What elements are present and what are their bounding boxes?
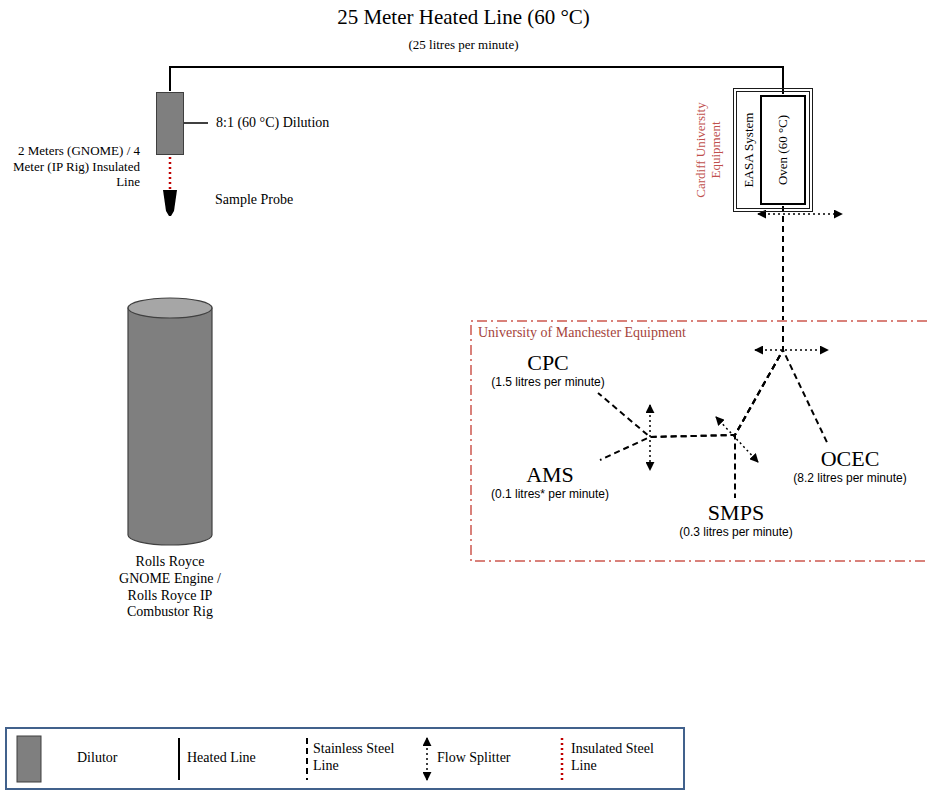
node-label: EASA System — [741, 113, 757, 188]
cylinder-body — [128, 308, 212, 545]
node-note: (0.3 litres per minute) — [666, 525, 806, 541]
region-border — [471, 321, 927, 561]
node-label: Oven (60 °C) — [775, 115, 791, 185]
legend-sample — [415, 734, 439, 784]
cyl-outline — [128, 298, 212, 545]
legend-text: Flow Splitter — [437, 750, 537, 767]
node-label: OCEC — [776, 446, 924, 471]
node-label: University of Manchester Equipment — [478, 325, 686, 341]
probe-outline — [163, 190, 177, 216]
node-note: (0.1 litres* per minute) — [472, 487, 628, 503]
dilutor: 8:1 (60 °C) Dilution — [156, 92, 184, 155]
flow-splitter — [649, 405, 651, 470]
node-label: 8:1 (60 °C) Dilution — [216, 115, 329, 131]
flow-splitter — [755, 349, 828, 351]
legend-line-sample — [306, 738, 308, 780]
legend-line-sample — [178, 738, 180, 780]
instrument: OCEC(8.2 litres per minute) — [776, 446, 924, 487]
connector — [783, 206, 828, 444]
engine-cylinder: Rolls Royce GNOME Engine / Rolls Royce I… — [128, 298, 212, 545]
probe-tip — [163, 190, 177, 216]
legend-text: Insulated Steel Line — [571, 741, 675, 775]
connector — [169, 156, 172, 189]
connector — [170, 67, 783, 94]
legend-text: Heated Line — [187, 750, 287, 767]
flow-splitter — [716, 417, 758, 462]
cylinder-top — [128, 298, 212, 318]
node-label: AMS — [472, 462, 628, 487]
legend-sample — [550, 734, 574, 784]
node-label: SMPS — [666, 500, 806, 525]
oven-box: Oven (60 °C) — [760, 95, 806, 205]
annotation: (25 litres per minute) — [0, 37, 927, 53]
instrument: SMPS(0.3 litres per minute) — [666, 500, 806, 541]
node-label: Sample Probe — [215, 192, 293, 208]
annotation: 2 Meters (GNOME) / 4 Meter (IP Rig) Insu… — [5, 143, 140, 190]
flow-splitter — [758, 213, 842, 215]
node-label: Rolls Royce GNOME Engine / Rolls Royce I… — [110, 554, 230, 621]
instrument: AMS(0.1 litres* per minute) — [472, 462, 628, 503]
legend-box: Dilutor Heated Line Stainless Steel Line Fl… — [5, 727, 685, 790]
node-note: Cardiff University Equipment — [694, 94, 724, 206]
legend-sample — [17, 734, 41, 784]
legend-text: Stainless Steel Line — [313, 741, 407, 775]
instrument: CPC(1.5 litres per minute) — [478, 350, 618, 391]
legend-text: Dilutor — [77, 750, 157, 767]
connector-label: 25 Meter Heated Line (60 °C) — [0, 5, 927, 30]
sample-probe: Sample Probe — [163, 190, 177, 216]
legend-line-sample — [426, 738, 428, 780]
node-label: CPC — [478, 350, 618, 375]
legend-swatch — [17, 736, 41, 782]
node-note: (1.5 litres per minute) — [478, 375, 618, 391]
leader-line — [184, 122, 208, 124]
legend-line-sample — [561, 738, 564, 780]
connector — [735, 206, 783, 498]
equipment-region: CPC(1.5 litres per minute) AMS(0.1 litres… — [470, 320, 927, 562]
node-note: (8.2 litres per minute) — [776, 471, 924, 487]
easa-system-box: Oven (60 °C)EASA SystemCardiff Universit… — [733, 88, 813, 212]
